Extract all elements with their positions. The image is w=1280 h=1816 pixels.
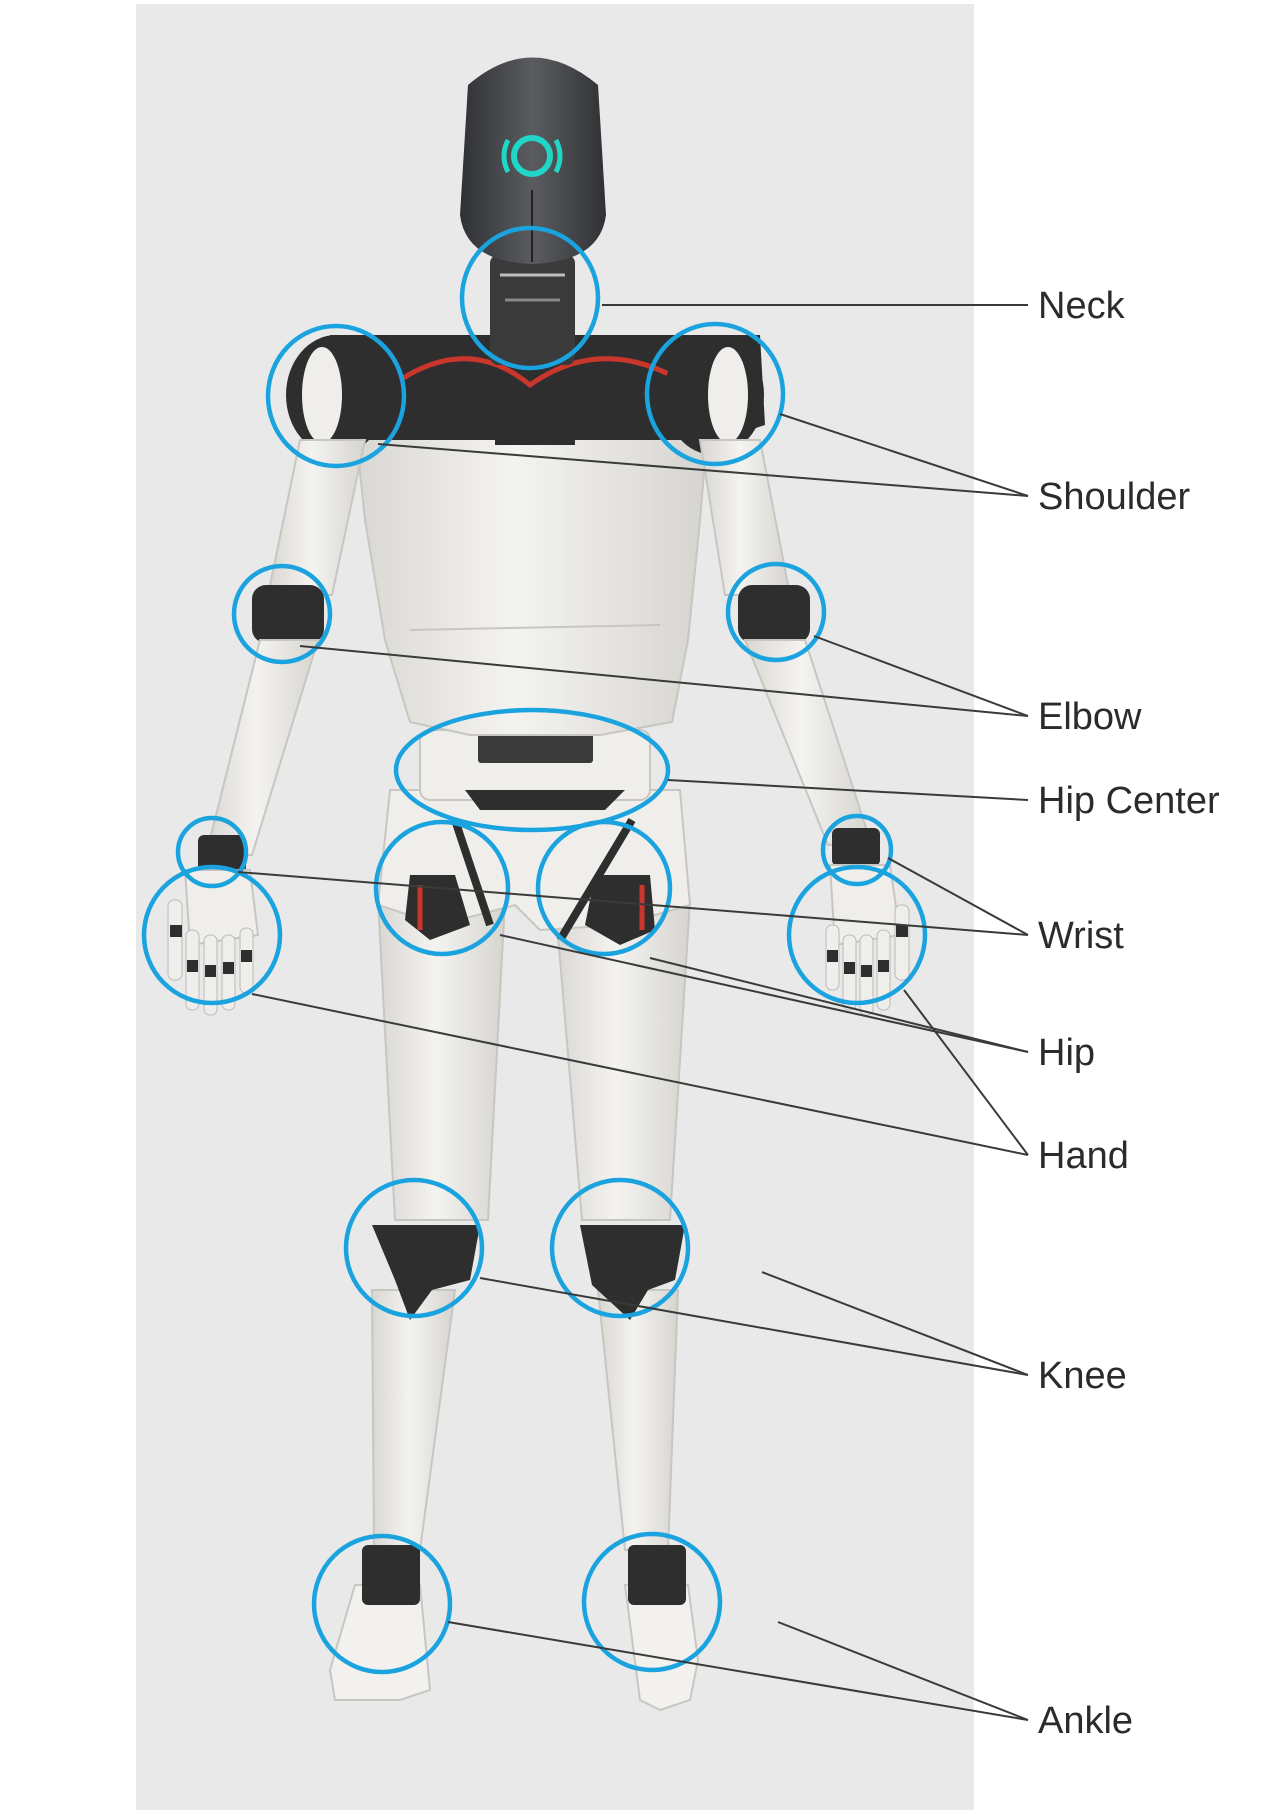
label-knee: Knee — [1038, 1355, 1127, 1397]
label-hip-center: Hip Center — [1038, 780, 1220, 822]
right-wrist-actuator — [832, 828, 880, 866]
left-thigh — [378, 900, 505, 1220]
left-ankle-actuator — [362, 1545, 420, 1605]
torso — [355, 425, 708, 735]
label-elbow: Elbow — [1038, 696, 1142, 738]
label-ankle: Ankle — [1038, 1700, 1133, 1742]
left-elbow-actuator — [252, 585, 324, 643]
label-shoulder: Shoulder — [1038, 476, 1190, 518]
right-ankle-actuator — [628, 1545, 686, 1605]
joint-labels: Neck Shoulder Elbow Hip Center Wrist Hip… — [1038, 285, 1220, 1742]
label-hand: Hand — [1038, 1135, 1129, 1177]
right-elbow-actuator — [738, 585, 810, 643]
label-hip: Hip — [1038, 1032, 1095, 1074]
neck-assembly — [490, 255, 575, 365]
label-wrist: Wrist — [1038, 915, 1124, 957]
label-neck: Neck — [1038, 285, 1126, 327]
